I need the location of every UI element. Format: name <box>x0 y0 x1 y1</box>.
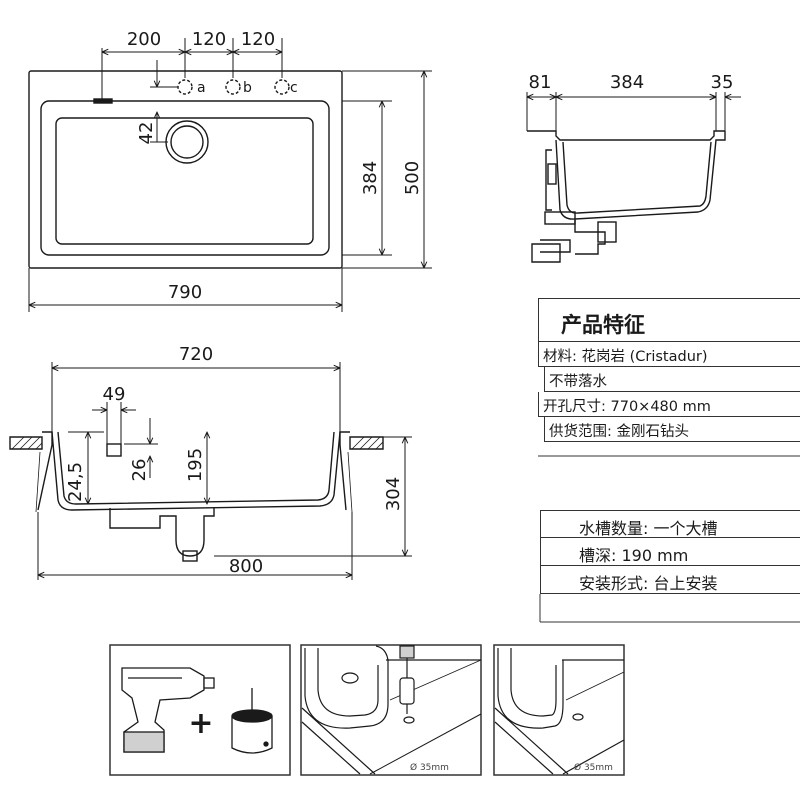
dim-24-5: 24,5 <box>65 462 86 502</box>
tap-hole-a <box>177 79 193 95</box>
dim-720: 720 <box>179 344 213 365</box>
top-view <box>28 70 343 269</box>
dim-35: 35 <box>711 72 734 93</box>
side-overflow-pipe <box>545 149 552 211</box>
features-row-overflow: 不带落水 <box>544 367 800 392</box>
tap-hole-c <box>274 79 290 95</box>
section-drain <box>109 508 215 557</box>
top-view-dimensions <box>29 38 432 312</box>
hole-diameter-label-1: Ø 35mm <box>410 762 449 773</box>
dim-42: 42 <box>136 122 157 145</box>
hole-diameter-label-2: Ø 35mm <box>574 762 613 773</box>
side-bowl-inner <box>562 141 712 214</box>
dim-304: 304 <box>383 477 404 511</box>
countertop-left <box>9 436 43 450</box>
install-panel-drill: + <box>109 644 291 776</box>
side-trap <box>531 243 561 263</box>
features-row-delivery: 供货范围: 金刚石钻头 <box>544 417 800 442</box>
countertop-edge <box>301 707 376 775</box>
dim-790: 790 <box>168 282 202 303</box>
drain-hole-outer <box>165 120 209 164</box>
dim-195: 195 <box>185 448 206 482</box>
sink-corner-outline <box>304 645 389 729</box>
side-drain-pipe <box>574 220 606 255</box>
sink-corner-inner <box>317 648 379 717</box>
section-view-dimensions <box>38 362 412 580</box>
plus-sign: + <box>188 706 213 741</box>
drill-bit-drilling-icon <box>399 645 415 724</box>
drill-icon <box>121 667 215 753</box>
features-title: 产品特征 <box>538 298 800 342</box>
features2-row-bowls: 水槽数量: 一个大槽 <box>540 510 800 538</box>
drain-hole-sketch <box>341 672 359 684</box>
sink-bowl-outer <box>40 100 330 256</box>
dim-500: 500 <box>402 161 423 195</box>
tap-hole-b <box>225 79 241 95</box>
section-bowl <box>51 431 341 511</box>
overflow-slot <box>93 98 113 104</box>
features2-row-depth: 槽深: 190 mm <box>540 538 800 566</box>
section-drain-tail <box>182 550 198 562</box>
side-view-dimensions <box>527 92 741 131</box>
dim-200: 200 <box>127 29 161 50</box>
side-drain-strainer <box>597 221 617 243</box>
features2-row-mounting: 安装形式: 台上安装 <box>540 566 800 594</box>
finished-hole <box>572 713 584 721</box>
sink-bowl-inner <box>55 117 314 245</box>
section-overflow-slot <box>106 443 122 457</box>
drill-bit-icon <box>231 688 273 754</box>
drain-hole-inner <box>170 125 204 159</box>
tap-hole-label-c: c <box>290 80 298 96</box>
section-bowl-inner <box>57 431 335 505</box>
side-view <box>527 130 726 263</box>
install-panel-drilling: Ø 35mm <box>300 644 482 776</box>
side-rim <box>527 130 725 141</box>
side-view-labels: 81 384 35 <box>529 72 734 93</box>
features-row-material: 材料: 花岗岩 (Cristadur) <box>538 342 800 367</box>
side-overflow-cap <box>547 163 557 185</box>
countertop-hatching <box>11 436 384 513</box>
install-panel-finished: Ø 35mm <box>493 644 625 776</box>
side-trap-outlet <box>540 239 571 253</box>
features-row-cutout: 开孔尺寸: 770×480 mm <box>538 392 800 417</box>
side-drain-body <box>544 211 576 225</box>
section-view-labels: 720 49 24,5 26 195 304 800 <box>65 344 404 577</box>
dim-384: 384 <box>360 161 381 195</box>
dim-81: 81 <box>529 72 552 93</box>
dim-49: 49 <box>103 384 126 405</box>
dim-26: 26 <box>129 459 150 482</box>
tap-hole-label-a: a <box>197 80 206 96</box>
dim-384-side: 384 <box>610 72 644 93</box>
dim-120-b: 120 <box>241 29 275 50</box>
top-view-labels: 200 120 120 a b c 42 384 500 790 <box>127 29 423 303</box>
dim-800: 800 <box>229 556 263 577</box>
tap-hole-label-b: b <box>243 80 252 96</box>
dim-120-a: 120 <box>192 29 226 50</box>
side-bowl <box>555 131 726 220</box>
